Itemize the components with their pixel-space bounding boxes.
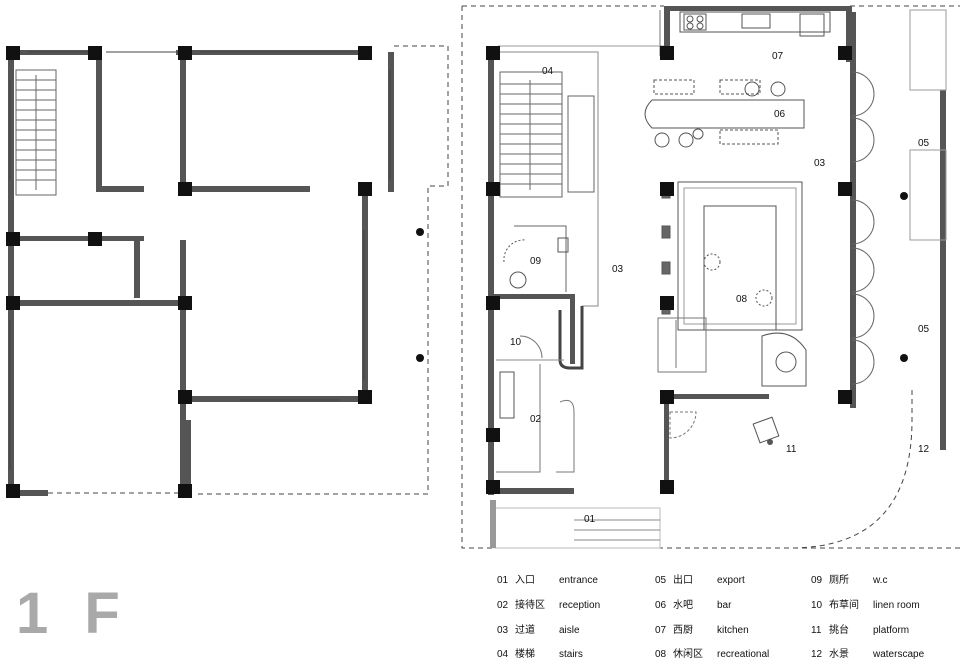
room-label-10: 10 xyxy=(510,337,522,348)
room-label-09: 09 xyxy=(530,256,542,267)
room-label-08: 08 xyxy=(736,294,748,305)
room-label-01: 01 xyxy=(584,514,596,525)
right-walls xyxy=(488,6,946,495)
floor-label: 1 F xyxy=(16,581,130,646)
room-label-05-north: 05 xyxy=(918,138,930,149)
room-label-07: 07 xyxy=(772,51,784,62)
room-label-05-south: 05 xyxy=(918,324,930,335)
room-label-11: 11 xyxy=(786,444,797,455)
room-labels: 01 02 03 03 04 05 05 06 07 08 09 10 11 1… xyxy=(510,51,930,525)
room-label-02: 02 xyxy=(530,414,542,425)
right-plan xyxy=(461,5,960,549)
room-label-03-east: 03 xyxy=(814,158,826,169)
room-label-06: 06 xyxy=(774,109,786,120)
left-walls xyxy=(8,50,394,498)
room-label-04: 04 xyxy=(542,66,554,77)
left-plan xyxy=(6,45,449,498)
room-label-03-west: 03 xyxy=(612,264,624,275)
room-label-12: 12 xyxy=(918,444,930,455)
